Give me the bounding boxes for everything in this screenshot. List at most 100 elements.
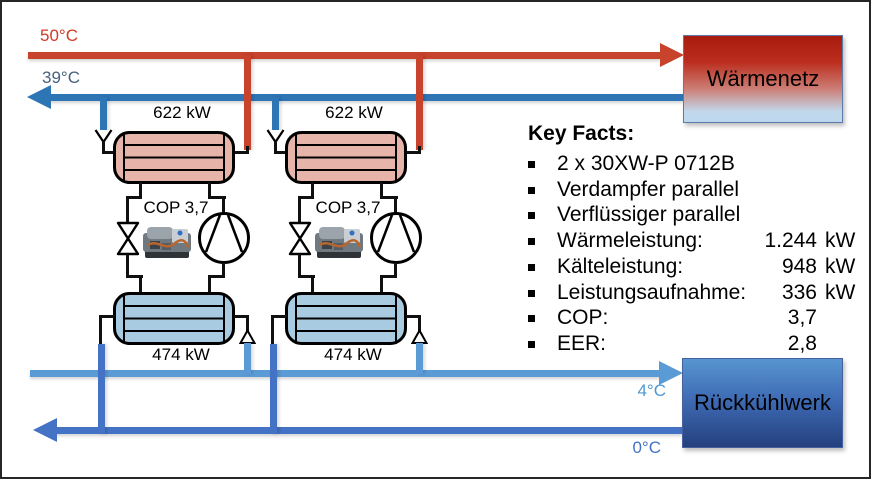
cool-return-pipe xyxy=(30,370,660,377)
pipe-segment xyxy=(139,275,142,294)
pipe-segment xyxy=(99,315,102,346)
key-fact-value: 3,7 xyxy=(787,306,817,330)
key-fact-value xyxy=(747,202,817,228)
key-fact-row: Verdampfer parallel xyxy=(528,177,858,203)
key-fact-value xyxy=(747,177,817,203)
key-fact-unit: kW xyxy=(825,254,856,278)
bullet-icon xyxy=(528,254,557,280)
pipe-segment xyxy=(126,254,129,278)
pipe-segment xyxy=(102,141,105,154)
bullet-icon xyxy=(528,228,557,254)
pipe-segment xyxy=(139,182,142,199)
cool-return-arrow-icon xyxy=(659,361,683,385)
pipe-segment xyxy=(298,196,301,223)
pipe-segment xyxy=(126,196,129,223)
evaporator-outlet-drop-pipe xyxy=(270,344,277,434)
key-fact-label: EER: xyxy=(557,331,607,355)
pipe-segment xyxy=(406,151,421,154)
pipe-segment xyxy=(394,263,397,278)
temp-label-cold-supply: 0°C xyxy=(632,438,661,457)
cop-label: COP 3,7 xyxy=(315,198,381,217)
pipe-segment xyxy=(208,275,225,278)
key-fact-row: Verflüssiger parallel xyxy=(528,202,858,228)
chiller-photo xyxy=(315,227,363,258)
pipe-segment xyxy=(271,315,274,346)
pipe-segment xyxy=(246,146,249,154)
temp-label-hot: 50°C xyxy=(40,26,78,45)
key-fact-unit xyxy=(817,202,858,228)
key-fact-unit xyxy=(817,305,858,331)
cold-supply-arrow-icon xyxy=(33,418,57,442)
key-fact-row: Leistungsaufnahme: 336 kW xyxy=(528,280,858,306)
heat-network-label: Wärmenetz xyxy=(706,66,820,91)
key-fact-value: 948 xyxy=(781,254,817,278)
hot-supply-pipe xyxy=(28,52,661,59)
pipe-segment xyxy=(246,315,249,331)
pipe-segment xyxy=(208,196,226,199)
key-fact-unit: kW xyxy=(825,229,856,253)
pipe-segment xyxy=(311,275,314,294)
pipe-segment xyxy=(418,315,421,331)
cold-supply-pipe xyxy=(55,427,682,434)
chiller-unit-2: 622 kW COP 3,7 xyxy=(172,0,872,484)
pipe-segment xyxy=(234,315,249,318)
key-fact-unit xyxy=(817,177,858,203)
key-fact-unit xyxy=(817,151,858,177)
evaporator-vessel xyxy=(285,292,407,345)
pipe-segment xyxy=(298,254,301,278)
evaporator-capacity-label: 474 kW xyxy=(324,345,382,364)
condenser-vessel xyxy=(113,131,235,184)
pipe-segment xyxy=(394,196,397,213)
condenser-outlet-riser-pipe xyxy=(416,55,423,150)
key-fact-value: 1.244 xyxy=(764,229,817,253)
bullet-icon xyxy=(528,177,557,203)
condenser-inlet-drop-pipe xyxy=(272,97,279,132)
pipe-segment xyxy=(380,196,398,199)
key-fact-label: COP: xyxy=(557,306,609,330)
key-fact-value: 2,8 xyxy=(787,331,817,355)
hot-supply-arrow-icon xyxy=(660,43,684,67)
pipe-segment xyxy=(298,196,314,199)
recooling-plant-box: Rückkühlwerk xyxy=(682,358,843,448)
key-fact-row: Kälteleistung: 948 kW xyxy=(528,254,858,280)
condenser-inlet-drop-pipe xyxy=(100,97,107,132)
pipe-segment xyxy=(222,196,225,213)
expansion-valve-icon xyxy=(288,221,312,256)
pipe-segment xyxy=(208,275,211,294)
evaporator-vessel xyxy=(113,292,235,345)
bullet-icon xyxy=(528,331,557,357)
key-facts-panel: Key Facts: 2 x 30XW-P 0712B Verdampfer p… xyxy=(528,121,858,357)
pipe-segment xyxy=(99,315,115,318)
temp-label-warm-return: 39°C xyxy=(42,68,80,87)
key-fact-value xyxy=(747,151,817,177)
key-fact-row: COP: 3,7 xyxy=(528,305,858,331)
key-fact-row: 2 x 30XW-P 0712B xyxy=(528,151,858,177)
evaporator-capacity-label: 474 kW xyxy=(152,345,210,364)
pipe-segment xyxy=(418,146,421,154)
pipe-segment xyxy=(222,263,225,278)
condenser-capacity-label: 622 kW xyxy=(325,103,383,122)
compressor-icon xyxy=(198,212,250,264)
pipe-segment xyxy=(126,196,142,199)
chiller-photo xyxy=(143,227,191,258)
bullet-icon xyxy=(528,202,557,228)
key-fact-label: Leistungsaufnahme: xyxy=(557,280,747,304)
key-fact-row: EER: 2,8 xyxy=(528,331,858,357)
compressor-icon xyxy=(370,212,422,264)
evaporator-outlet-drop-pipe xyxy=(98,344,105,434)
key-facts-title: Key Facts: xyxy=(528,122,635,145)
pipe-segment xyxy=(380,182,383,199)
expansion-valve-icon xyxy=(116,221,140,256)
pipe-segment xyxy=(126,275,143,278)
key-fact-label: Verdampfer parallel xyxy=(557,177,740,201)
key-fact-unit: kW xyxy=(825,280,856,304)
key-fact-label: 2 x 30XW-P 0712B xyxy=(557,152,735,175)
condenser-capacity-label: 622 kW xyxy=(153,103,211,122)
evaporator-inlet-riser-pipe xyxy=(244,343,251,374)
heat-network-box: Wärmenetz xyxy=(683,35,843,123)
pipe-segment xyxy=(208,182,211,199)
pipe-segment xyxy=(234,151,249,154)
